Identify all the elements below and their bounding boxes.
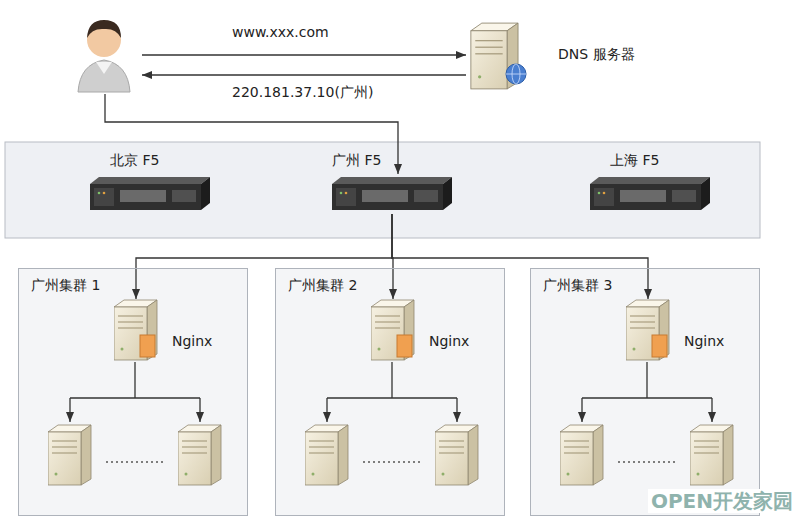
node-label: 广州集群 2 [288, 277, 357, 294]
request-arrow [142, 54, 466, 55]
request-label: www.xxx.com [232, 24, 329, 41]
node-label: DNS 服务器 [558, 46, 635, 63]
cluster-fill [275, 268, 505, 516]
server-icon [114, 299, 158, 361]
cluster-box: 广州集群 2 Nginx [275, 268, 505, 516]
f5-device-icon [332, 176, 452, 212]
node-label: 上海 F5 [610, 152, 659, 169]
reply-ip-label: 220.181.37.10(广州) [232, 84, 373, 101]
node-label: 广州集群 3 [543, 277, 612, 294]
node-label: Nginx [684, 333, 724, 350]
cluster-fill [530, 268, 760, 516]
f5-load-balancer: 上海 F5 [580, 152, 720, 214]
nginx-server: Nginx [114, 299, 234, 365]
connector [136, 214, 392, 299]
watermark: OPEN开发家园 [648, 489, 796, 513]
server-icon [371, 299, 415, 361]
backend-group [48, 362, 221, 485]
f5-device-icon [590, 176, 710, 212]
dns-server: DNS 服务器 [468, 22, 668, 92]
reply-arrow [142, 74, 466, 75]
f5-load-balancer: 广州 F5 [322, 152, 462, 214]
connector [392, 214, 648, 299]
access-arrow [105, 94, 398, 174]
nginx-server: Nginx [371, 299, 491, 365]
node-label: 广州 F5 [332, 152, 381, 169]
nginx-server: Nginx [626, 299, 746, 365]
node-label: 广州集群 1 [31, 277, 100, 294]
cluster-fill [18, 268, 248, 516]
node-label: 北京 F5 [110, 152, 159, 169]
f5-device-icon [90, 176, 210, 212]
backend-group [560, 362, 733, 485]
node-label: Nginx [429, 333, 469, 350]
f5-band [5, 142, 760, 238]
cluster-box: 广州集群 1 Nginx [18, 268, 248, 516]
node-label: Nginx [172, 333, 212, 350]
user-icon [78, 20, 130, 92]
backend-group [305, 362, 478, 485]
cluster-box: 广州集群 3 Nginx [530, 268, 760, 516]
server-icon [626, 299, 670, 361]
server-icon [468, 22, 528, 90]
f5-load-balancer: 北京 F5 [80, 152, 220, 214]
